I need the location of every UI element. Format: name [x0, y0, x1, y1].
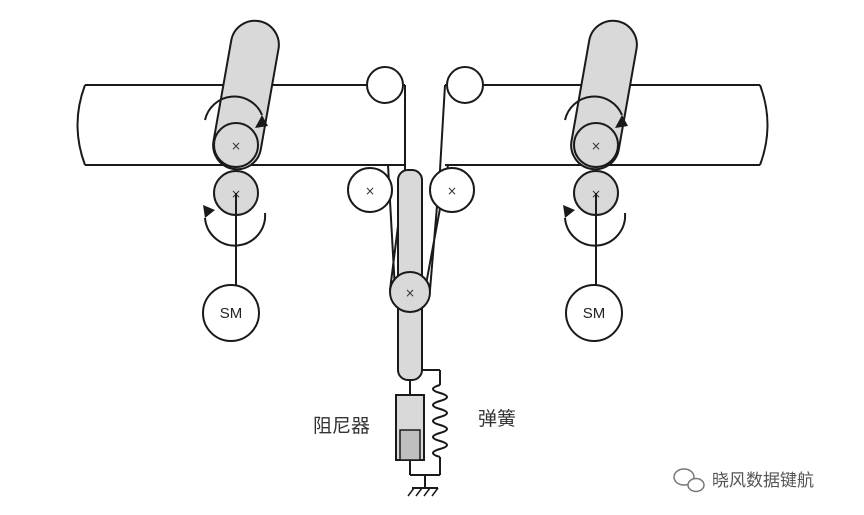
arrowhead-right-top: [615, 115, 628, 128]
guide-roller-top-left: [366, 66, 404, 104]
svg-text:×: ×: [365, 184, 375, 198]
rotation-arrow-left-bottom: [204, 212, 267, 247]
dancer-roller: ×: [389, 271, 431, 313]
motor-left-label: SM: [220, 305, 243, 322]
nip-rollers-left: × ×: [212, 19, 280, 216]
rotation-arrow-left-top: [204, 95, 263, 121]
svg-text:×: ×: [405, 286, 415, 300]
damper: [395, 380, 425, 475]
arrowhead-right-bottom: [563, 205, 575, 218]
watermark: 晓风数据键航: [673, 468, 814, 493]
watermark-text: 晓风数据键航: [712, 471, 814, 491]
spring-label: 弹簧: [478, 408, 516, 430]
wechat-icon: [673, 468, 705, 493]
guide-roller-top-right: [446, 66, 484, 104]
spring: [422, 369, 448, 475]
svg-text:×: ×: [591, 139, 601, 153]
arrowhead-left-top: [255, 115, 268, 128]
servo-motor-left: SM: [202, 284, 260, 342]
svg-text:×: ×: [231, 139, 241, 153]
arrowhead-left-bottom: [203, 205, 215, 218]
servo-motor-right: SM: [565, 284, 623, 342]
rotation-arrow-right-bottom: [564, 212, 627, 247]
damper-label: 阻尼器: [313, 415, 370, 437]
nip-rollers-right: × ×: [570, 19, 638, 216]
svg-text:×: ×: [447, 184, 457, 198]
guide-roller-lower-right: ×: [429, 167, 475, 213]
guide-roller-lower-left: ×: [347, 167, 393, 213]
ground-symbol: [407, 487, 439, 497]
rotation-arrow-right-top: [564, 95, 623, 121]
motor-right-label: SM: [583, 305, 606, 322]
